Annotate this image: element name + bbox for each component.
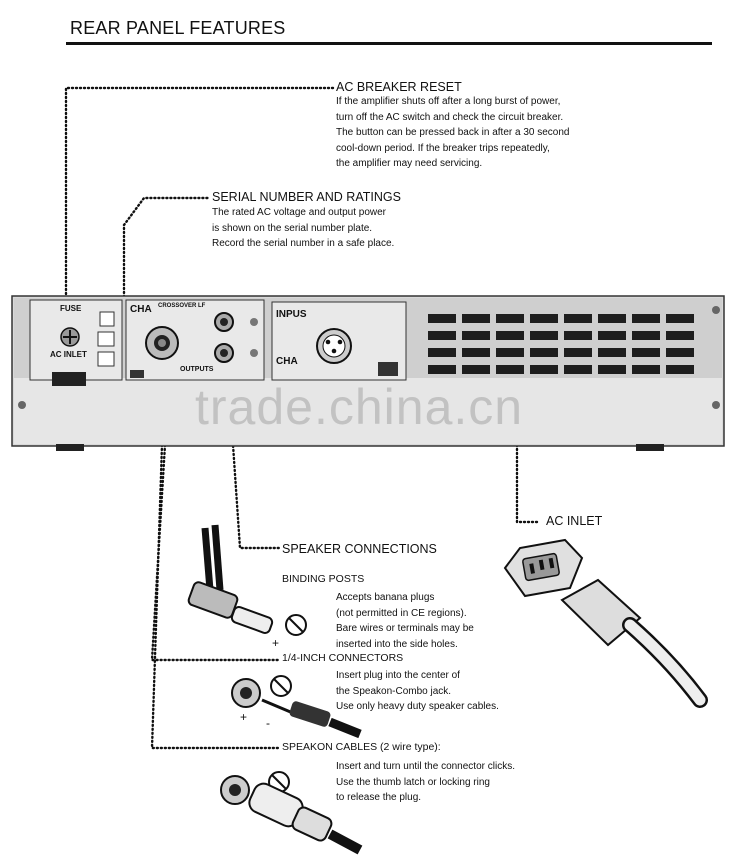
ac-breaker-heading: AC BREAKER RESET: [336, 80, 462, 94]
panel-cha-label: CHA: [130, 304, 152, 315]
watermark: trade.china.cn: [195, 379, 524, 435]
binding-post-illustration: [187, 524, 307, 636]
minus-symbol: -: [266, 716, 270, 730]
quarter-heading: 1/4-INCH CONNECTORS: [282, 652, 404, 664]
speakon-illustration: [220, 771, 363, 855]
ac-breaker-text: If the amplifier shuts off after a long …: [336, 96, 570, 169]
leader-lines: [64, 86, 542, 750]
fuse-module: [29, 299, 123, 386]
ac-inlet-heading: AC INLET: [546, 514, 603, 528]
panel-fuse-label: FUSE: [60, 304, 82, 313]
speakon-heading: SPEAKON CABLES (2 wire type):: [282, 741, 441, 753]
ac-inlet-illustration: [503, 538, 708, 708]
serial-text: The rated AC voltage and output power is…: [212, 207, 395, 249]
leader-serial: [122, 196, 212, 347]
leader-ac-inlet: [515, 443, 542, 524]
title-rule: [66, 42, 712, 45]
leader-speakon: [150, 443, 282, 750]
binding-text: Accepts banana plugs (not permitted in C…: [336, 592, 474, 650]
speakon-text: Insert and turn until the connector clic…: [336, 761, 515, 803]
plus-symbol-2: +: [240, 710, 248, 724]
quarter-text: Insert plug into the center of the Speak…: [336, 670, 499, 712]
binding-heading: BINDING POSTS: [282, 573, 365, 585]
panel-crossover-label: CROSSOVER LF: [158, 303, 206, 309]
plus-symbol: +: [272, 636, 280, 650]
input-module: [271, 301, 407, 381]
speaker-heading: SPEAKER CONNECTIONS: [282, 542, 437, 556]
leader-ac-breaker: [64, 86, 336, 320]
quarter-inch-illustration: [231, 675, 362, 739]
panel-ac-inlet-label: AC INLET: [50, 350, 87, 359]
vent-grille: [428, 314, 694, 374]
output-module: [125, 299, 265, 381]
serial-heading: SERIAL NUMBER AND RATINGS: [212, 190, 401, 204]
panel-cha2-label: CHA: [276, 356, 298, 367]
panel-outputs-label: OUTPUTS: [180, 366, 214, 373]
panel-inputs-label: INPUS: [276, 309, 307, 320]
leader-speaker: [230, 428, 282, 550]
page-title: REAR PANEL FEATURES: [70, 18, 286, 38]
